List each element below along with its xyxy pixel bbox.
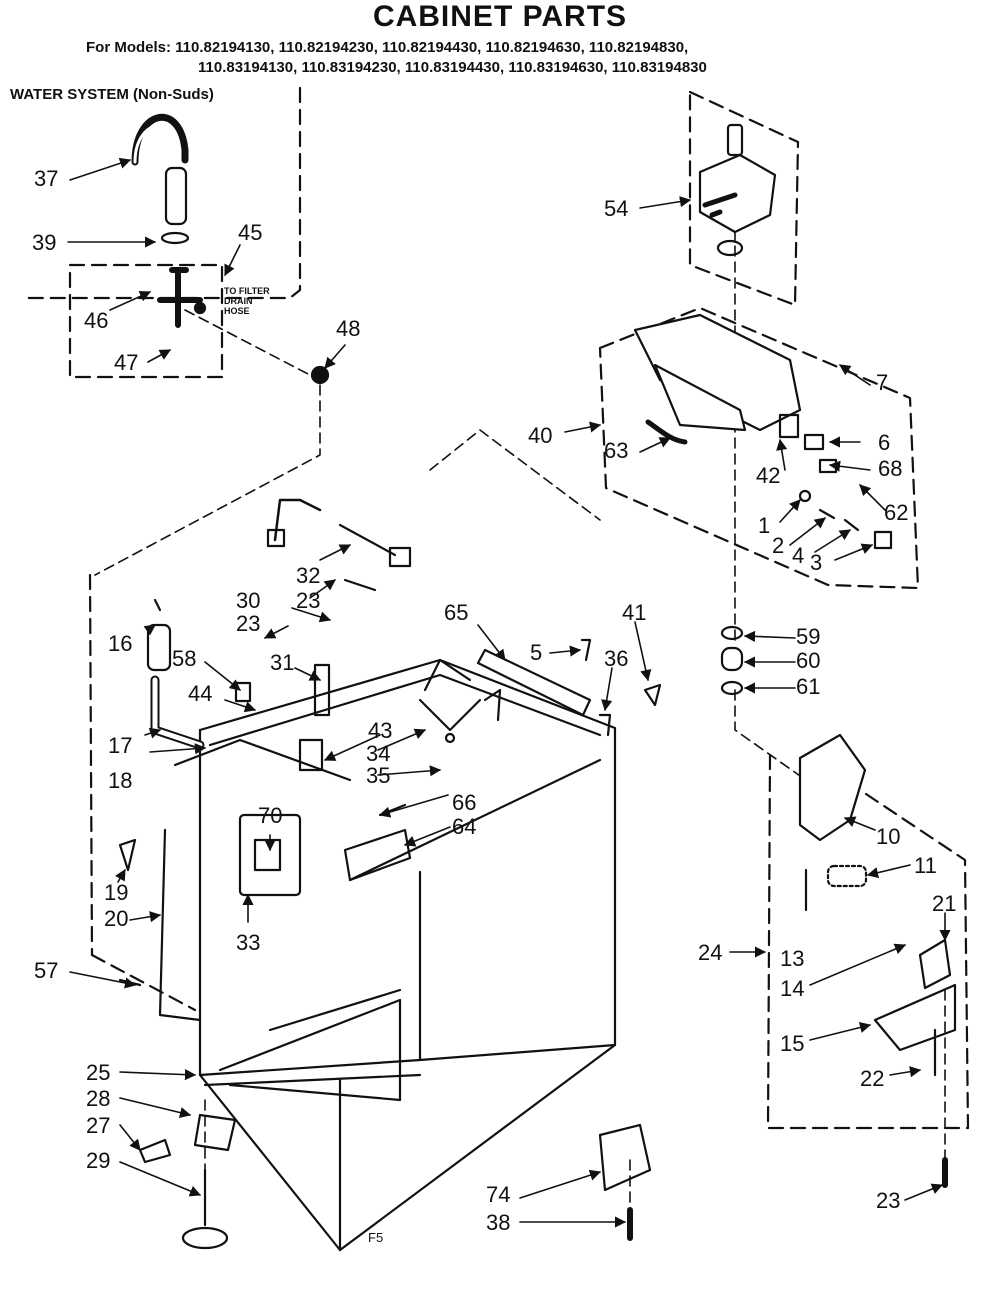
callout-16: 16 — [108, 631, 133, 656]
callout-19: 19 — [104, 880, 129, 905]
callout-60: 60 — [796, 648, 821, 673]
valve-box-outline — [88, 573, 970, 1130]
callout-54: 54 — [604, 196, 629, 221]
callout-7: 7 — [876, 370, 889, 395]
callout-20: 20 — [104, 906, 129, 931]
callout-57: 57 — [34, 958, 59, 983]
callout-28: 28 — [86, 1086, 111, 1111]
footer-code: F5 — [368, 1230, 384, 1245]
callout-23a: 23 — [296, 588, 321, 613]
water-system-title: WATER SYSTEM (Non-Suds) — [10, 86, 214, 103]
callout-1: 1 — [758, 513, 771, 538]
drain-hose-assembly — [131, 113, 330, 385]
callout-arrows — [67, 157, 951, 1228]
water-system-box — [20, 86, 302, 379]
leader-lines — [94, 229, 946, 1206]
callout-4: 4 — [792, 543, 805, 568]
callout-63: 63 — [604, 438, 629, 463]
callout-36: 36 — [604, 646, 629, 671]
hose-note-line: HOSE — [224, 306, 250, 316]
left-side-parts — [118, 498, 662, 1250]
callout-61: 61 — [796, 674, 821, 699]
callout-24: 24 — [698, 940, 723, 965]
callout-46: 46 — [84, 308, 109, 333]
callout-31: 31 — [270, 650, 295, 675]
cabinet-body — [173, 648, 617, 1252]
callout-18: 18 — [108, 768, 133, 793]
callout-33: 33 — [236, 930, 261, 955]
callout-47: 47 — [114, 350, 139, 375]
callout-29: 29 — [86, 1148, 111, 1173]
callout-23b: 23 — [236, 611, 261, 636]
callout-21: 21 — [932, 891, 957, 916]
callout-11: 11 — [914, 853, 937, 878]
callout-42: 42 — [756, 463, 781, 488]
model-list: For Models: 110.82194130, 110.82194230, … — [86, 38, 707, 78]
callout-41: 41 — [622, 600, 647, 625]
callout-6: 6 — [878, 430, 891, 455]
callout-32: 32 — [296, 563, 321, 588]
callout-39: 39 — [32, 230, 57, 255]
hose-note-line: DRAIN — [224, 296, 253, 306]
callout-2: 2 — [772, 533, 785, 558]
callout-5: 5 — [530, 640, 543, 665]
callout-30: 30 — [236, 588, 261, 613]
callout-10: 10 — [876, 824, 901, 849]
callout-44: 44 — [188, 681, 213, 706]
callout-59: 59 — [796, 624, 821, 649]
control-box-outline — [598, 90, 920, 590]
models-prefix: For Models: — [86, 39, 171, 56]
models-line-1: 110.82194130, 110.82194230, 110.82194430… — [175, 39, 689, 56]
hose-note-line: TO FILTER — [224, 286, 270, 296]
callout-74: 74 — [486, 1182, 511, 1207]
callout-22: 22 — [860, 1066, 885, 1091]
callout-65: 65 — [444, 600, 469, 625]
callout-35: 35 — [366, 763, 391, 788]
hose-note: TO FILTER DRAIN HOSE — [224, 286, 270, 316]
console-part — [633, 313, 893, 550]
callout-14: 14 — [780, 976, 805, 1001]
callout-17: 17 — [108, 733, 133, 758]
timer-part — [698, 123, 777, 257]
callout-43: 43 — [368, 718, 393, 743]
callout-45: 45 — [238, 220, 263, 245]
callout-3: 3 — [810, 550, 823, 575]
water-valve-part — [798, 733, 957, 1188]
callout-40: 40 — [528, 423, 553, 448]
callout-66: 66 — [452, 790, 477, 815]
callout-23c: 23 — [876, 1188, 901, 1213]
callout-38: 38 — [486, 1210, 511, 1235]
callout-37: 37 — [34, 166, 59, 191]
callout-48: 48 — [336, 316, 361, 341]
models-line-2: 110.83194130, 110.83194230, 110.83194430… — [198, 59, 707, 76]
page-title: CABINET PARTS — [372, 0, 628, 33]
callout-27: 27 — [86, 1113, 111, 1138]
callout-62: 62 — [884, 500, 909, 525]
callout-64: 64 — [452, 814, 477, 839]
callout-15: 15 — [780, 1031, 805, 1056]
callout-68: 68 — [878, 456, 903, 481]
callout-25: 25 — [86, 1060, 111, 1085]
o-rings — [720, 625, 744, 696]
callout-70: 70 — [258, 803, 283, 828]
callout-58: 58 — [172, 646, 197, 671]
callout-34: 34 — [366, 741, 391, 766]
callout-13: 13 — [780, 946, 805, 971]
